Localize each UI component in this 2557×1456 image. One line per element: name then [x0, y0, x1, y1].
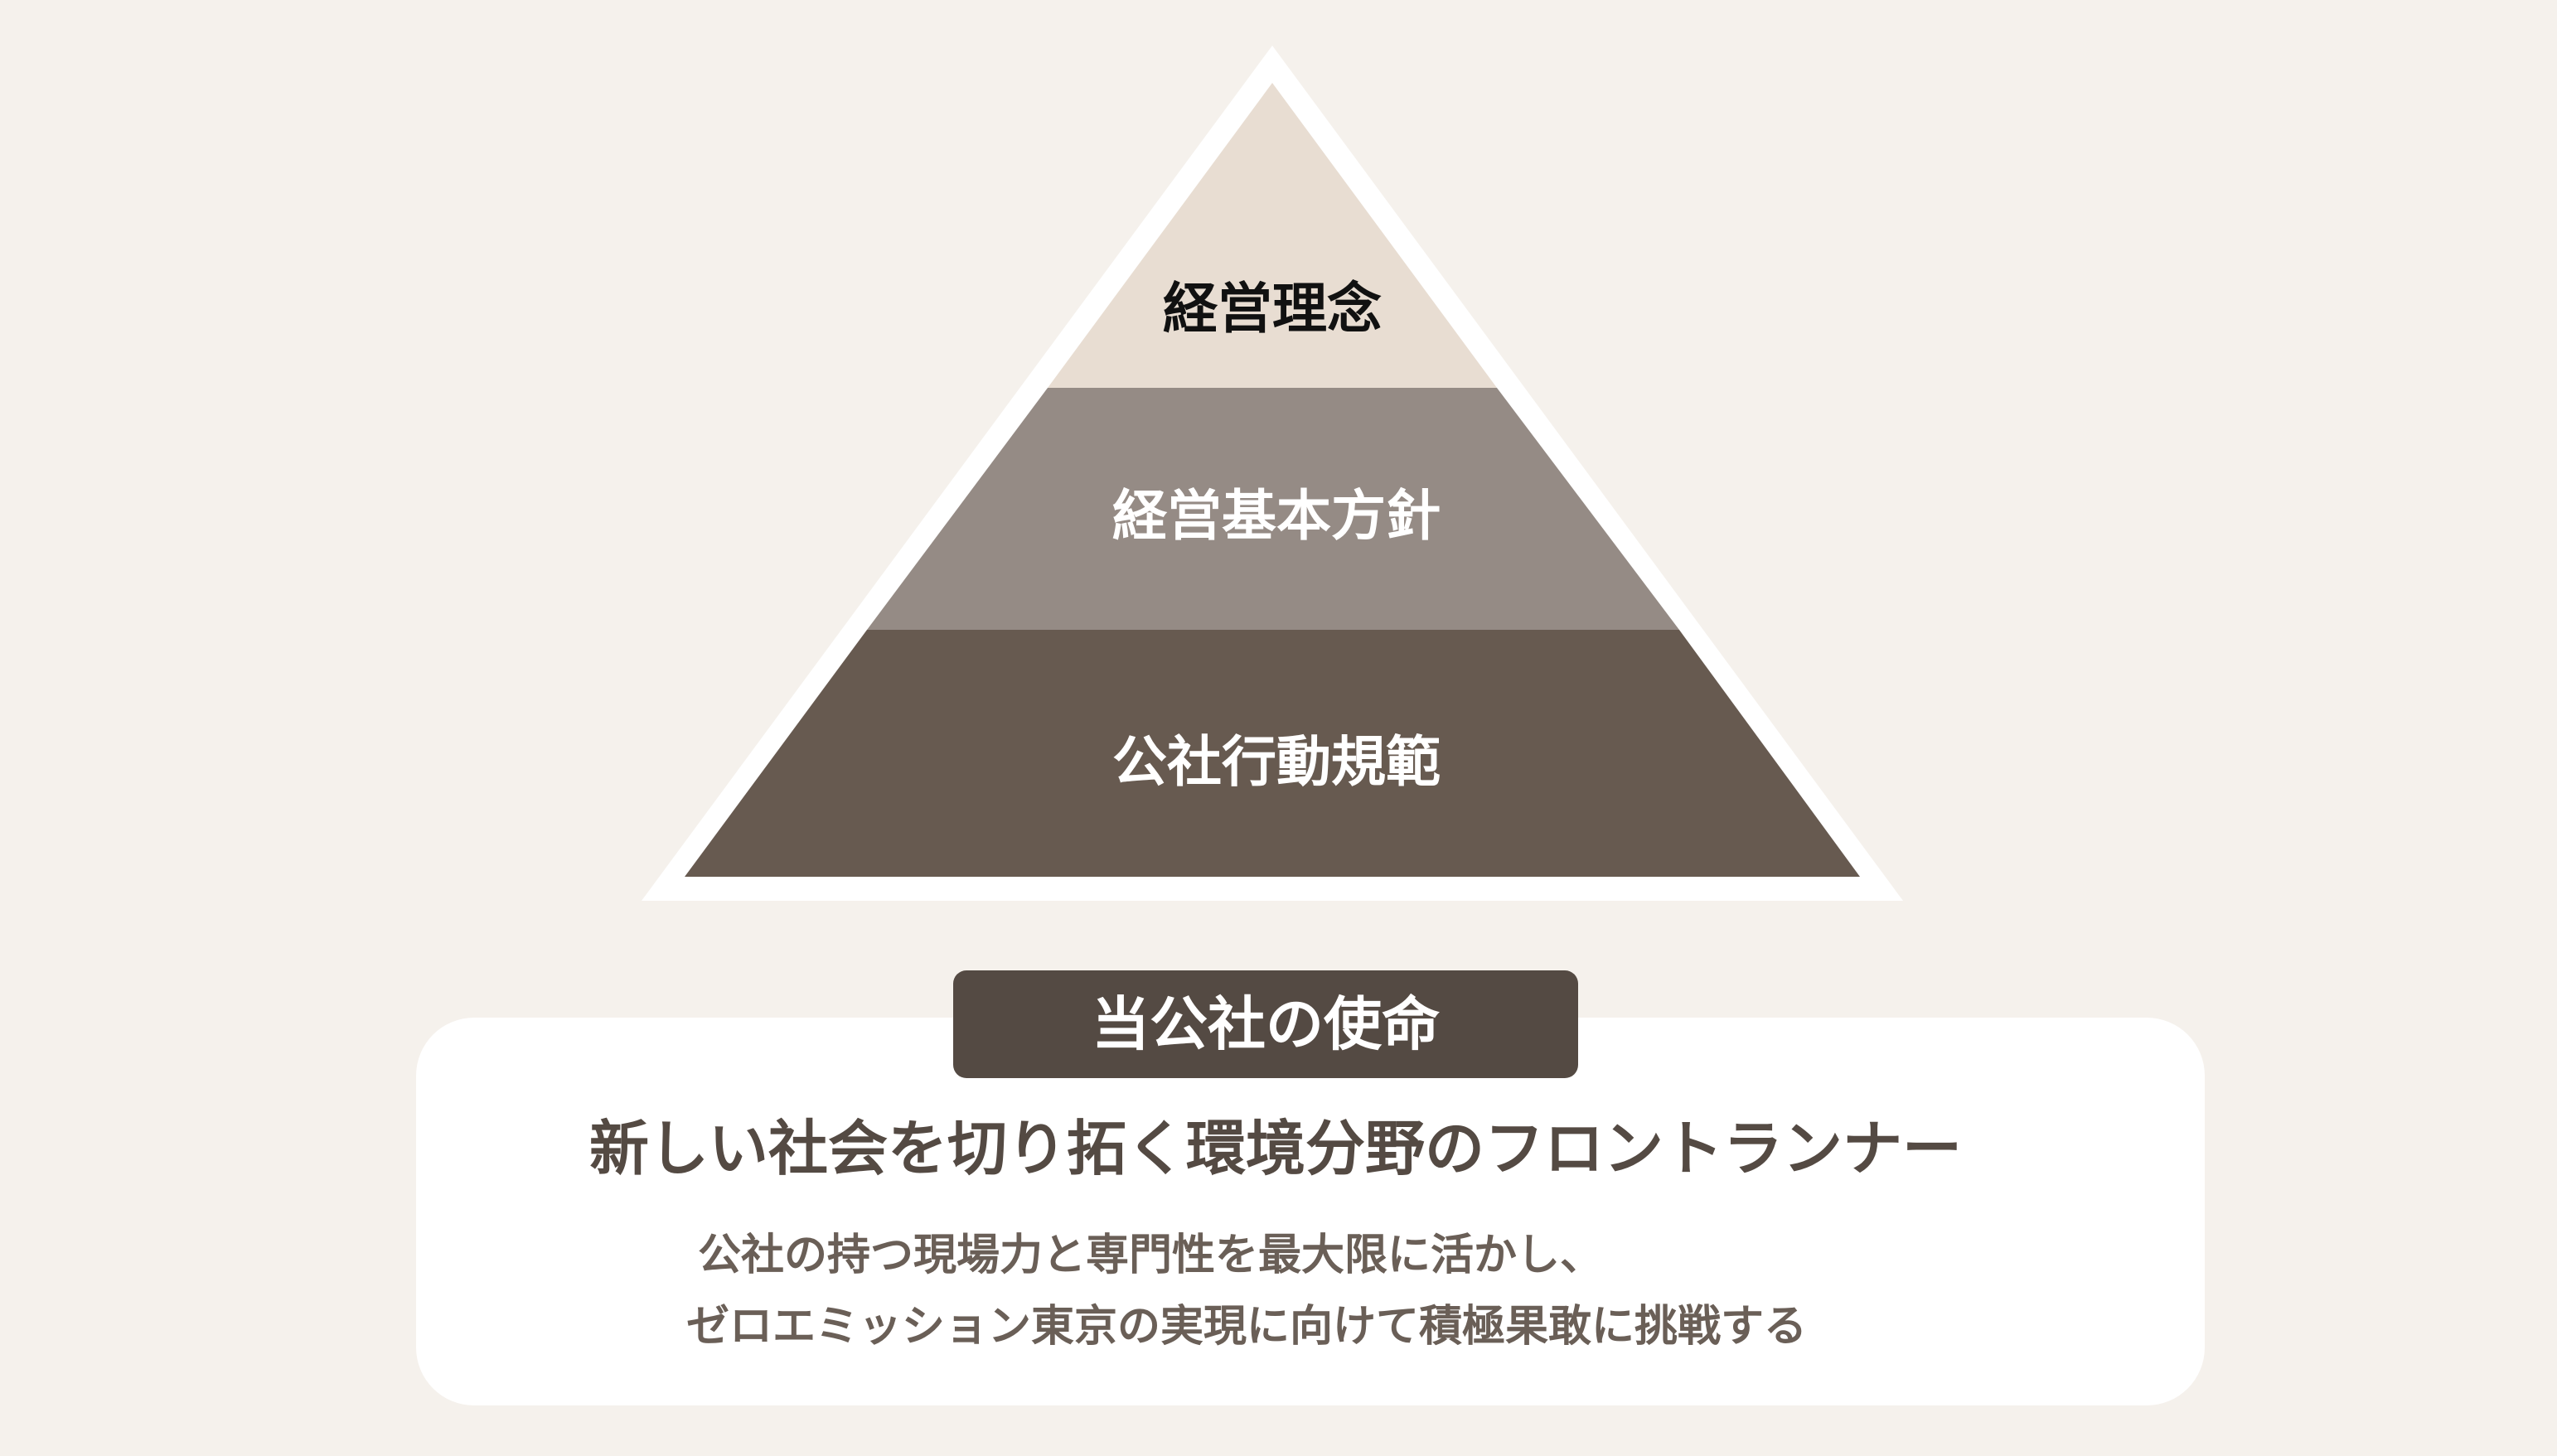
tier-label-middle: 経営基本方針	[1112, 484, 1441, 548]
tier-label-bottom: 公社行動規範	[1112, 730, 1441, 794]
tier-label-top: 経営理念	[1163, 277, 1382, 341]
mission-badge: 当公社の使命	[953, 970, 1578, 1078]
mission-headline: 新しい社会を切り拓く環境分野のフロントランナー	[588, 1114, 1962, 1183]
mission-body-line: ゼロエミッション東京の実現に向けて積極果敢に挑戦する	[686, 1302, 1808, 1352]
pyramid-tier-top	[1048, 83, 1497, 388]
pyramid-tier-middle	[867, 388, 1679, 630]
pyramid-tier-bottom	[685, 630, 1860, 877]
mission-card	[416, 1018, 2205, 1405]
mission-body-line: 公社の持つ現場力と専門性を最大限に活かし、	[698, 1231, 1604, 1280]
